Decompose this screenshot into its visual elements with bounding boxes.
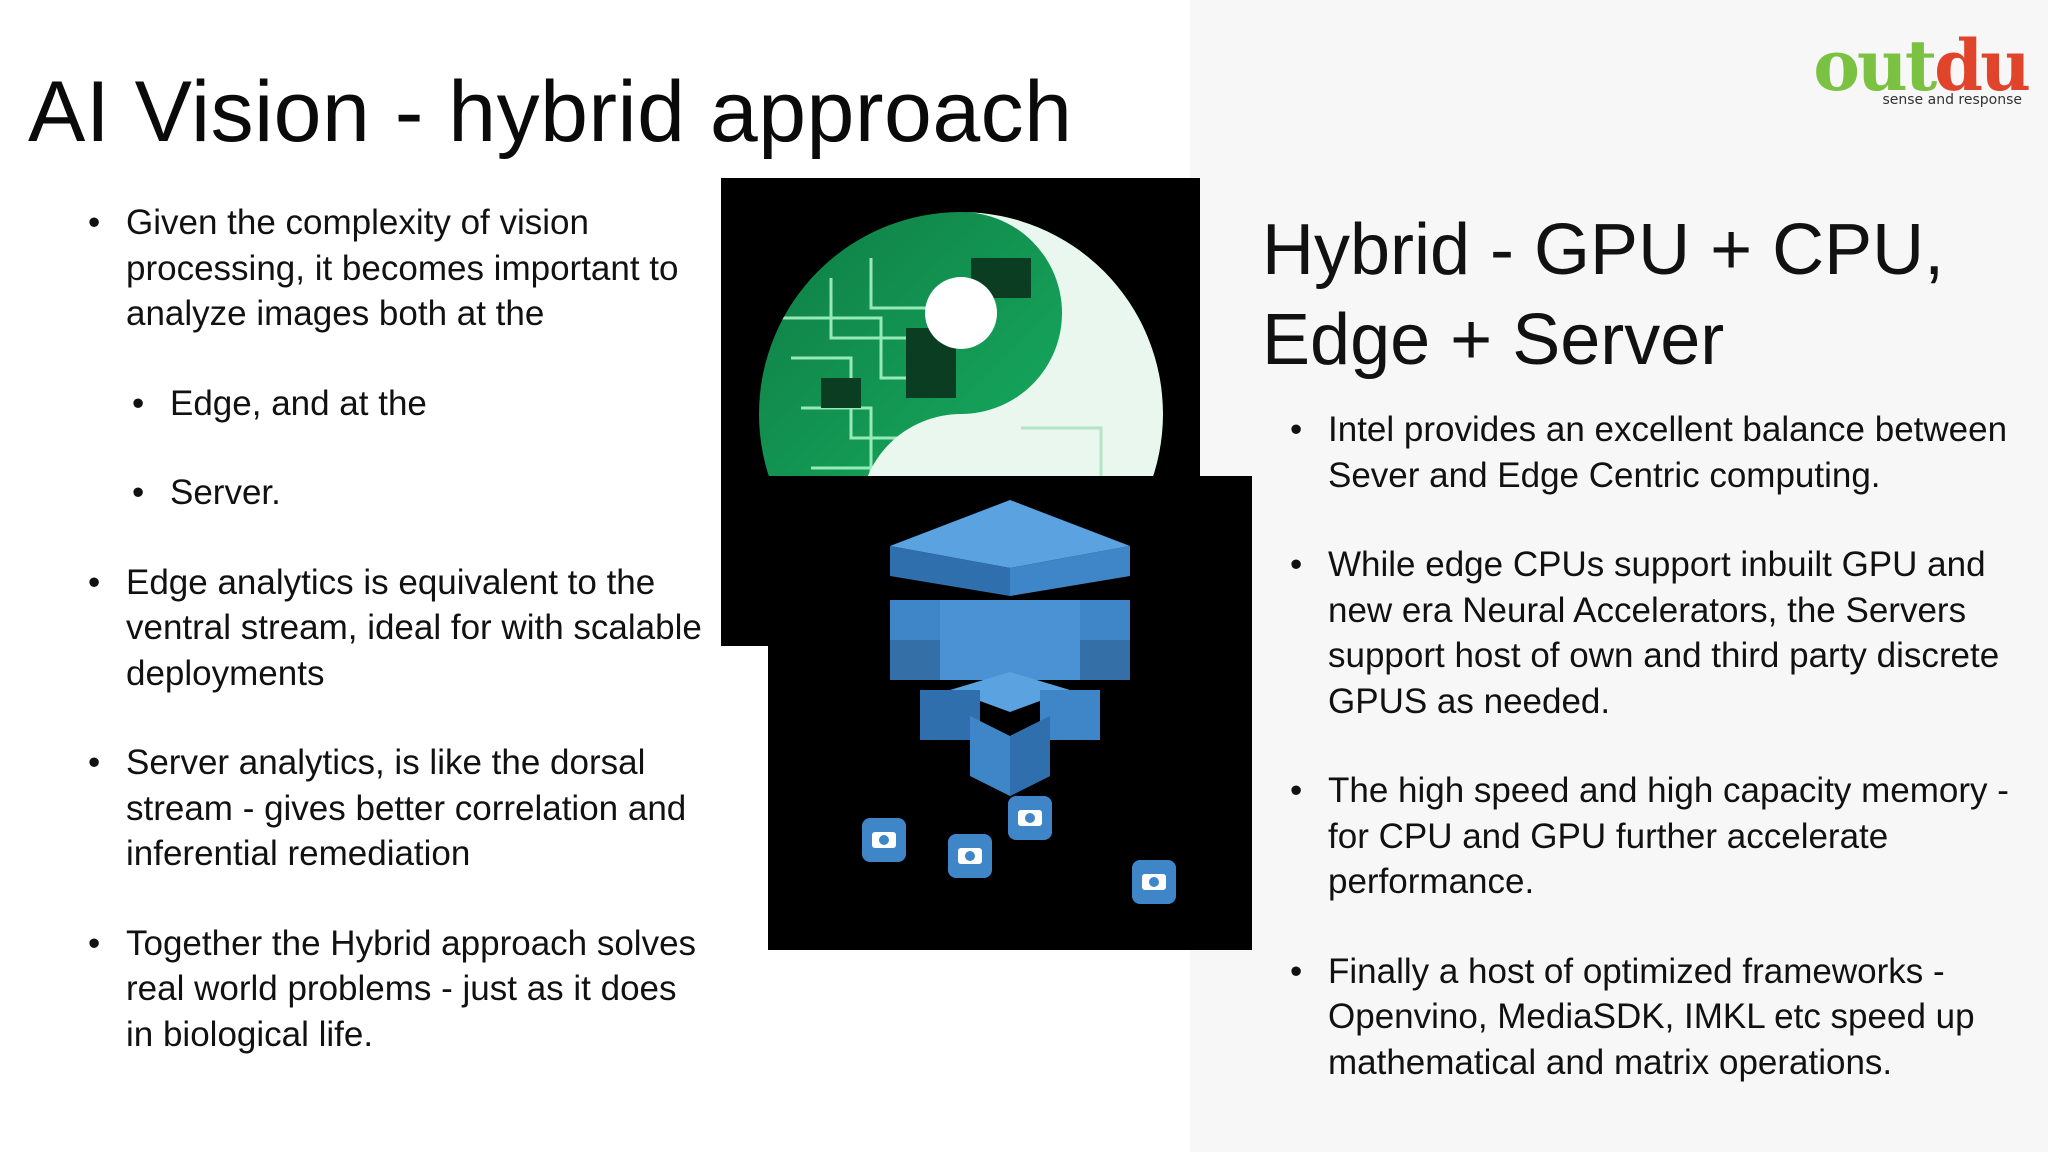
camera-chip-icon: [1132, 860, 1176, 904]
list-item: Given the complexity of vision processin…: [88, 200, 708, 337]
list-item: While edge CPUs support inbuilt GPU and …: [1290, 542, 2010, 724]
outdu-logo: outdu sense and response: [1813, 26, 2031, 116]
list-item: Edge analytics is equivalent to the vent…: [88, 560, 708, 697]
logo-wordmark: outdu: [1813, 24, 2031, 107]
edge-cubes-image: [768, 476, 1252, 950]
cube-stack-icon: [862, 500, 1176, 904]
camera-chip-icon: [1008, 796, 1052, 840]
section-heading: Hybrid - GPU + CPU, Edge + Server: [1262, 205, 2002, 385]
camera-chip-icon: [862, 818, 906, 862]
logo-tagline: sense and response: [1882, 92, 2022, 108]
right-bullet-list: Intel provides an excellent balance betw…: [1290, 407, 2010, 1129]
heading-line-1: Hybrid - GPU + CPU,: [1262, 210, 1945, 290]
list-item: Server.: [132, 470, 708, 516]
list-item: The high speed and high capacity memory …: [1290, 768, 2010, 905]
list-item: Intel provides an excellent balance betw…: [1290, 407, 2010, 498]
list-item: Server analytics, is like the dorsal str…: [88, 740, 708, 877]
list-item: Together the Hybrid approach solves real…: [88, 921, 708, 1058]
slide-title: AI Vision - hybrid approach: [28, 64, 1073, 160]
list-item: Finally a host of optimized frameworks -…: [1290, 949, 2010, 1086]
heading-line-2: Edge + Server: [1262, 300, 1725, 380]
left-bullet-list: Given the complexity of vision processin…: [88, 200, 708, 1101]
camera-chip-icon: [948, 834, 992, 878]
list-item: Edge, and at the: [132, 381, 708, 427]
